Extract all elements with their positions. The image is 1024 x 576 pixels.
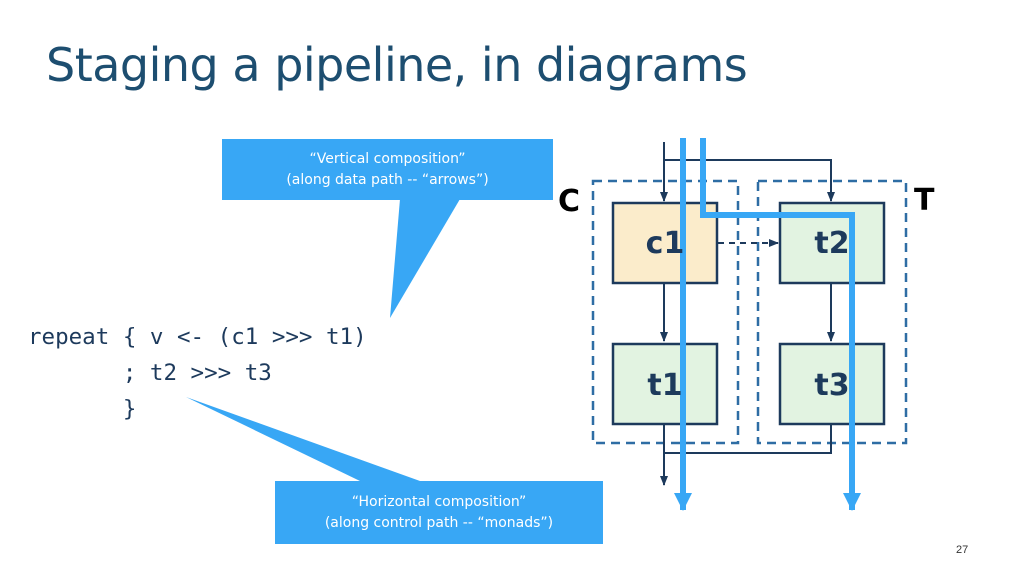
node-c1-label: c1	[646, 226, 685, 261]
data-arrow-out	[664, 425, 832, 454]
callout-vertical-line1: “Vertical composition”	[309, 150, 466, 167]
node-t2-label: t2	[814, 226, 849, 261]
code-line-1: repeat { v <- (c1 >>> t1)	[28, 324, 367, 350]
code-line-3: }	[28, 396, 137, 422]
control-path-right	[700, 138, 861, 511]
node-t3-label: t3	[814, 368, 849, 403]
page-number: 27	[956, 544, 969, 556]
slide-title: Staging a pipeline, in diagrams	[46, 38, 748, 92]
callout-tail-horizontal	[186, 397, 420, 481]
node-t1-label: t1	[647, 368, 682, 403]
callout-horizontal-line1: “Horizontal composition”	[351, 493, 527, 510]
code-block: repeat { v <- (c1 >>> t1) ; t2 >>> t3 }	[28, 319, 367, 427]
group-c-box	[591, 179, 740, 445]
callout-horizontal-line2: (along control path -- “monads”)	[324, 514, 554, 531]
callout-horizontal-composition: “Horizontal composition” (along control …	[275, 481, 603, 544]
node-c1-box	[611, 201, 719, 285]
group-t-label: T	[914, 183, 935, 218]
callout-tail-vertical	[390, 199, 460, 318]
callout-vertical-composition: “Vertical composition” (along data path …	[222, 139, 553, 200]
node-t3-box	[778, 342, 886, 426]
group-c-label: C	[558, 184, 580, 219]
data-arrow-top-split	[663, 142, 835, 202]
callout-vertical-line2: (along data path -- “arrows”)	[286, 171, 489, 188]
node-t1-box	[611, 342, 719, 426]
code-line-2: ; t2 >>> t3	[28, 360, 272, 386]
